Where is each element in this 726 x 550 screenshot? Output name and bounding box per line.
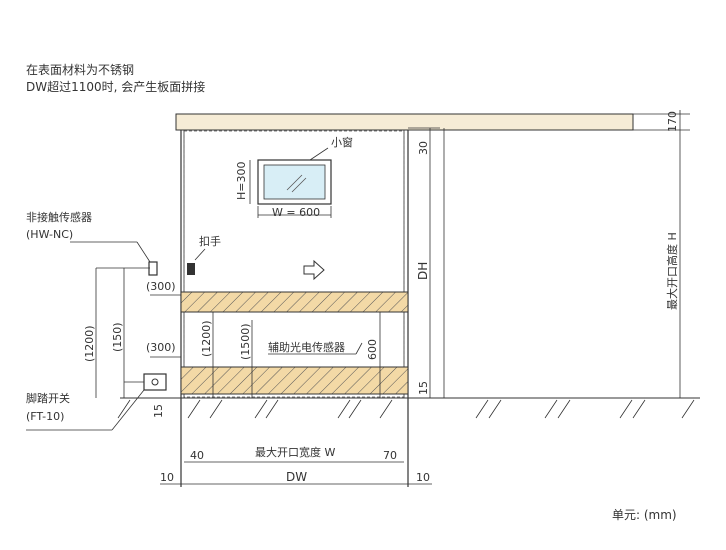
aux-sensor-label: 辅助光电传感器 xyxy=(268,340,345,354)
dim-600: 600 xyxy=(366,339,379,360)
door-panel-dashed xyxy=(183,130,405,398)
sensor-band-upper xyxy=(180,291,409,313)
dim-1500: (1500) xyxy=(239,323,252,360)
window-glass xyxy=(263,164,326,200)
dim-1200-mid: (1200) xyxy=(200,320,213,357)
dim-10-right: 10 xyxy=(416,471,430,484)
sensor-band-lower xyxy=(180,366,409,395)
dim-dw: DW xyxy=(286,470,307,484)
sensor-model: (HW-NC) xyxy=(26,228,73,241)
foot-switch-icon xyxy=(143,373,167,391)
ground-hatch xyxy=(117,399,695,419)
dim-dh: DH xyxy=(416,262,430,280)
note-stainless: 在表面材料为不锈钢 xyxy=(26,63,135,77)
header-beam xyxy=(175,113,634,131)
dim-300-upper: (300) xyxy=(146,280,176,293)
dim-300-lower: (300) xyxy=(146,341,176,354)
open-direction-icon xyxy=(303,259,325,281)
dim-150: (150) xyxy=(111,322,124,352)
dim-10-left: 10 xyxy=(160,471,174,484)
window-width-label: W = 600 xyxy=(272,206,320,219)
foot-switch-model: (FT-10) xyxy=(26,410,64,423)
max-width-label: 最大开口宽度 W xyxy=(255,445,335,459)
foot-switch-label: 脚踏开关 xyxy=(26,391,70,405)
handle-label: 扣手 xyxy=(199,234,221,248)
unit-label: 单元: (mm) xyxy=(612,508,677,522)
dim-1200-left: (1200) xyxy=(83,325,96,362)
window-height-label: H=300 xyxy=(235,162,248,200)
touchless-sensor-icon xyxy=(148,261,158,276)
dim-15-right: 15 xyxy=(417,381,430,395)
dim-40: 40 xyxy=(190,449,204,462)
dim-70: 70 xyxy=(383,449,397,462)
sensor-label: 非接触传感器 xyxy=(26,210,92,224)
dim-15-left: 15 xyxy=(152,404,165,418)
note-panel-joint: DW超过1100时, 会产生板面拼接 xyxy=(26,80,206,94)
window-label: 小窗 xyxy=(331,135,353,149)
max-height-label: 最大开口高度 H xyxy=(665,232,679,310)
dim-170: 170 xyxy=(666,111,679,132)
dim-30: 30 xyxy=(417,141,430,155)
handle-icon xyxy=(187,263,195,275)
